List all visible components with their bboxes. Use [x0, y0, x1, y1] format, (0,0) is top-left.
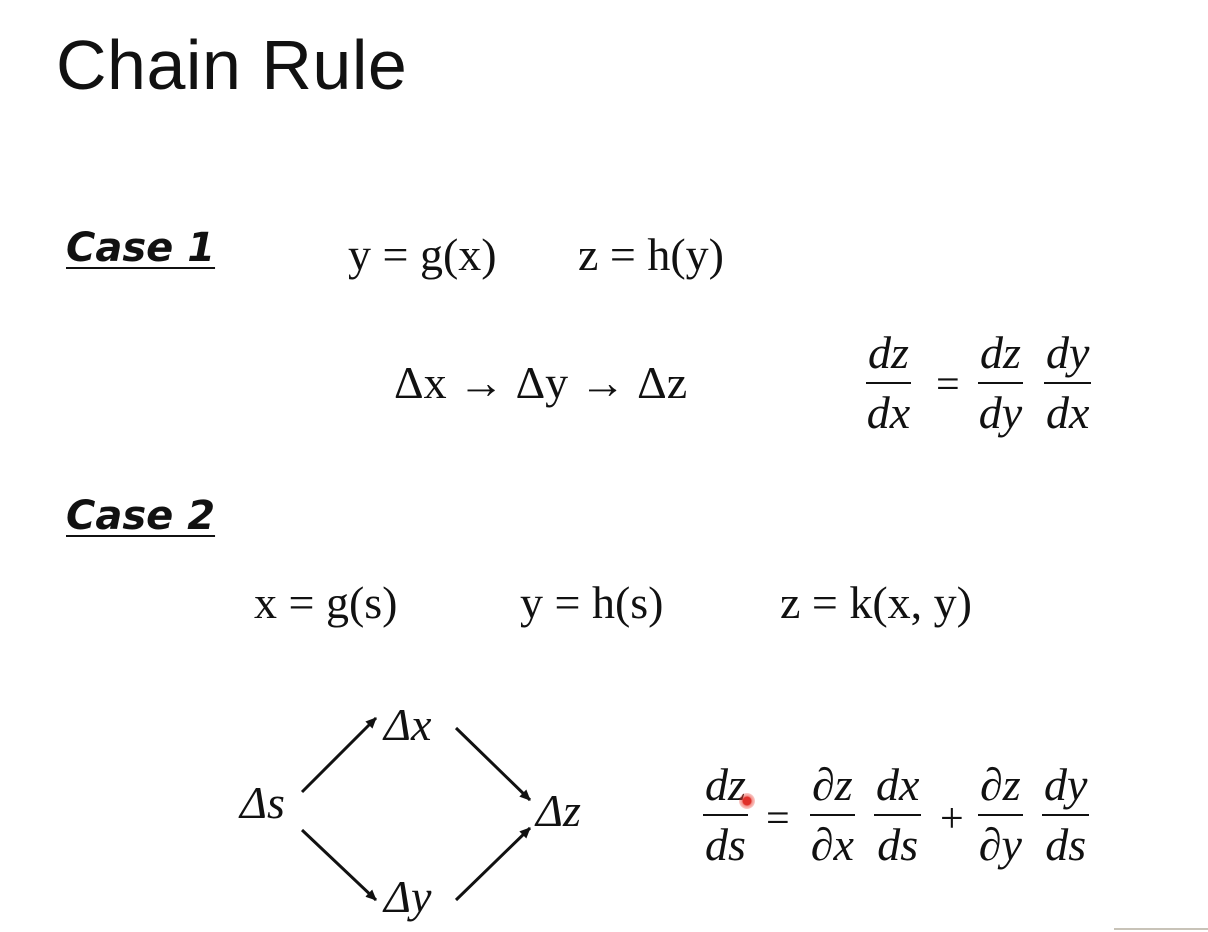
case-1-equation-y: y = g(x)	[348, 229, 497, 280]
case-2-equation-x: x = g(s)	[254, 577, 398, 628]
case-1-equation-z: z = h(y)	[578, 229, 724, 280]
corner-divider	[1114, 928, 1208, 930]
equals-sign: =	[936, 362, 960, 408]
fraction-numerator: dz	[866, 330, 911, 384]
pointer-cursor-icon	[739, 793, 755, 809]
node-delta-z: Δz	[536, 785, 581, 836]
fraction-denominator: ∂y	[978, 819, 1022, 870]
node-delta-x: Δx	[384, 699, 432, 750]
fraction-numerator: dy	[1044, 330, 1092, 384]
fraction-numerator: dz	[978, 330, 1023, 384]
node-delta-s: Δs	[240, 777, 285, 828]
case-1-chain-diagram: Δx → Δy → Δz	[394, 357, 688, 408]
fraction-denominator: ∂x	[810, 819, 854, 870]
fraction-numerator: dz	[703, 762, 748, 816]
dy-ds-fraction: dy ds	[1042, 762, 1090, 870]
fraction-denominator: ds	[877, 819, 919, 870]
fraction-numerator: ∂z	[810, 762, 855, 816]
equals-sign: =	[766, 796, 790, 842]
arrow-s-to-y	[300, 828, 378, 902]
fraction-denominator: dy	[978, 387, 1023, 438]
fraction-numerator: dx	[874, 762, 922, 816]
dy-dx-fraction: dy dx	[1044, 330, 1092, 438]
fraction-denominator: ds	[1045, 819, 1087, 870]
case-2-equation-z: z = k(x, y)	[780, 577, 972, 628]
case-2-label: Case 2	[66, 493, 216, 539]
partial-z-partial-y-fraction: ∂z ∂y	[978, 762, 1023, 868]
partial-z-partial-x-fraction: ∂z ∂x	[810, 762, 855, 868]
plus-sign: +	[940, 796, 964, 842]
dz-dx-fraction: dz dx	[866, 330, 911, 436]
case-2-equation-y: y = h(s)	[520, 577, 664, 628]
dx-ds-fraction: dx ds	[874, 762, 922, 870]
arrow-x-to-z	[454, 726, 532, 802]
dz-ds-fraction: dz ds	[703, 762, 748, 868]
case-1-label: Case 1	[66, 225, 216, 271]
arrow-y-to-z	[454, 826, 532, 902]
arrow-s-to-x	[300, 716, 378, 794]
dz-dy-fraction: dz dy	[978, 330, 1023, 436]
node-delta-y: Δy	[384, 871, 432, 922]
fraction-denominator: dx	[1046, 387, 1090, 438]
fraction-numerator: ∂z	[978, 762, 1023, 816]
fraction-denominator: dx	[866, 387, 911, 438]
slide-title: Chain Rule	[56, 26, 408, 104]
fraction-numerator: dy	[1042, 762, 1090, 816]
fraction-denominator: ds	[705, 819, 746, 870]
